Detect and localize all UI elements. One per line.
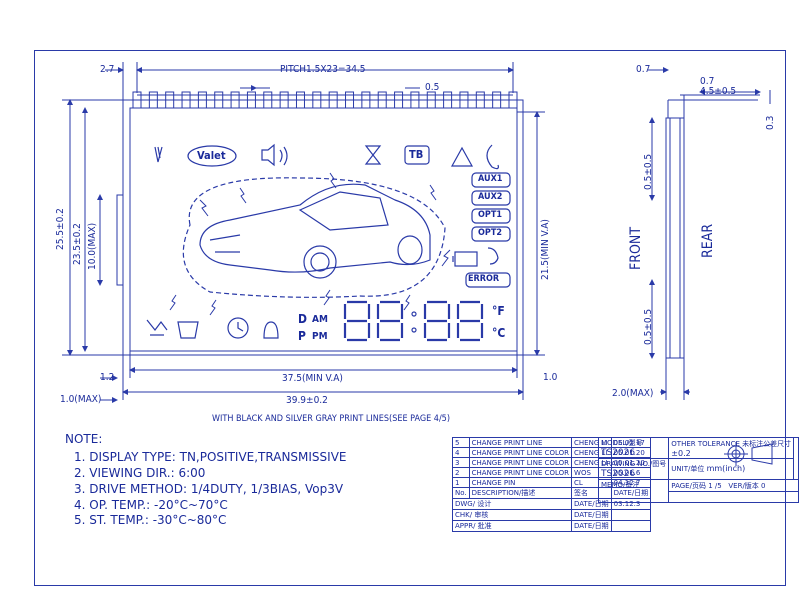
seven-segment-digit <box>423 300 451 342</box>
drawing-frame <box>34 50 786 586</box>
seven-segment-digits <box>343 300 484 342</box>
side-dim-upper: 0.5±0.5 <box>643 153 654 190</box>
opt1-label: OPT1 <box>478 210 502 220</box>
seven-segment-digit <box>343 300 371 342</box>
d-label: D <box>298 312 307 326</box>
car-shock-outline <box>182 177 446 298</box>
colon-dot <box>411 327 417 333</box>
side-dim-top-small: 0.7 <box>700 76 715 87</box>
opt2-badge <box>471 226 511 242</box>
aux2-badge <box>471 190 511 206</box>
unit-cell: UNIT/单位 mm(inch) <box>668 458 795 480</box>
dim-bottom-left: 1.2 <box>100 372 115 383</box>
dim-pitch: PITCH1.5X23=34.5 <box>280 64 366 75</box>
side-view <box>648 67 771 400</box>
dim-va-width: 37.5(MIN V.A) <box>282 373 343 384</box>
error-badge <box>465 272 511 288</box>
valet-label: Valet <box>197 149 226 162</box>
phone-icon <box>486 144 499 170</box>
hourglass-icon <box>364 145 382 165</box>
deg-c-label: °C <box>492 326 506 340</box>
deg-f-label: °F <box>492 304 505 318</box>
dim-left-max: 1.0(MAX) <box>60 394 102 405</box>
valet-badge <box>187 145 237 167</box>
shock-bolts <box>169 172 451 316</box>
bell-icon <box>263 321 279 339</box>
dim-height-total: 25.5±0.2 <box>55 208 66 250</box>
dim-pin-width: 0.5 <box>425 82 440 93</box>
note-item: 5. ST. TEMP.: -30°C~80°C <box>74 513 227 527</box>
print-lines-note: WITH BLACK AND SILVER GRAY PRINT LINES(S… <box>212 414 450 424</box>
aux1-badge <box>471 172 511 188</box>
p-label: P <box>298 329 306 343</box>
lcd-inner-glass <box>129 107 518 352</box>
memo-cell: MEMO/备注 <box>597 479 670 503</box>
dim-height-max: 10.0(MAX) <box>87 222 98 270</box>
tb-badge <box>404 145 430 165</box>
speaker-icon <box>261 143 275 167</box>
dim-height-glass: 23.5±0.2 <box>72 223 83 265</box>
door-icon <box>177 321 199 339</box>
tb-label: TB <box>409 148 424 161</box>
dim-right-bottom: 1.0 <box>543 372 558 383</box>
page-cell: PAGE/页码 1 /5 VER/版本 0 <box>668 478 800 493</box>
opt2-label: OPT2 <box>478 228 502 238</box>
aux2-label: AUX2 <box>478 192 503 202</box>
rear-label: REAR <box>700 223 716 258</box>
antenna-icon <box>154 146 163 163</box>
side-dim-bottom: 2.0(MAX) <box>612 388 654 399</box>
am-label: AM <box>312 314 328 325</box>
battery-icon <box>454 251 478 267</box>
side-dim-right: 0.3 <box>765 115 776 130</box>
car-icon <box>199 183 431 273</box>
side-dim-top-left: 0.7 <box>636 64 651 75</box>
dim-left-offset: 2.7 <box>100 64 115 75</box>
note-item: 4. OP. TEMP.: -20°C~70°C <box>74 498 228 512</box>
error-label: ERROR <box>468 274 500 284</box>
seven-segment-digit <box>456 300 484 342</box>
side-dim-top-width: 4.5±0.5 <box>700 86 737 97</box>
aux1-label: AUX1 <box>478 174 503 184</box>
phone-ring-icon <box>487 247 499 265</box>
note-item: 1. DISPLAY TYPE: TN,POSITIVE,TRANSMISSIV… <box>74 450 347 464</box>
clock-icon <box>227 317 249 339</box>
note-item: 2. VIEWING DIR.: 6:00 <box>74 466 206 480</box>
side-dim-lower: 0.5±0.5 <box>643 308 654 345</box>
lcd-segments <box>146 143 511 342</box>
seat-icon <box>146 319 168 336</box>
front-label: FRONT <box>628 226 644 270</box>
colon-dot <box>411 311 417 317</box>
seven-segment-digit <box>376 300 404 342</box>
opt1-badge <box>471 208 511 224</box>
tolerance-cell: OTHER TOLERANCE 未标注公差尺寸±0.2 <box>668 437 795 459</box>
recycle-icon <box>450 146 474 167</box>
notes-title: NOTE: <box>65 432 103 446</box>
note-item: 3. DRIVE METHOD: 1/4DUTY, 1/3BIAS, Vop3V <box>74 482 344 496</box>
pm-label: PM <box>312 331 328 342</box>
dim-width-total: 39.9±0.2 <box>286 395 328 406</box>
dim-va-height: 21.5(MIN V.A) <box>540 219 551 280</box>
